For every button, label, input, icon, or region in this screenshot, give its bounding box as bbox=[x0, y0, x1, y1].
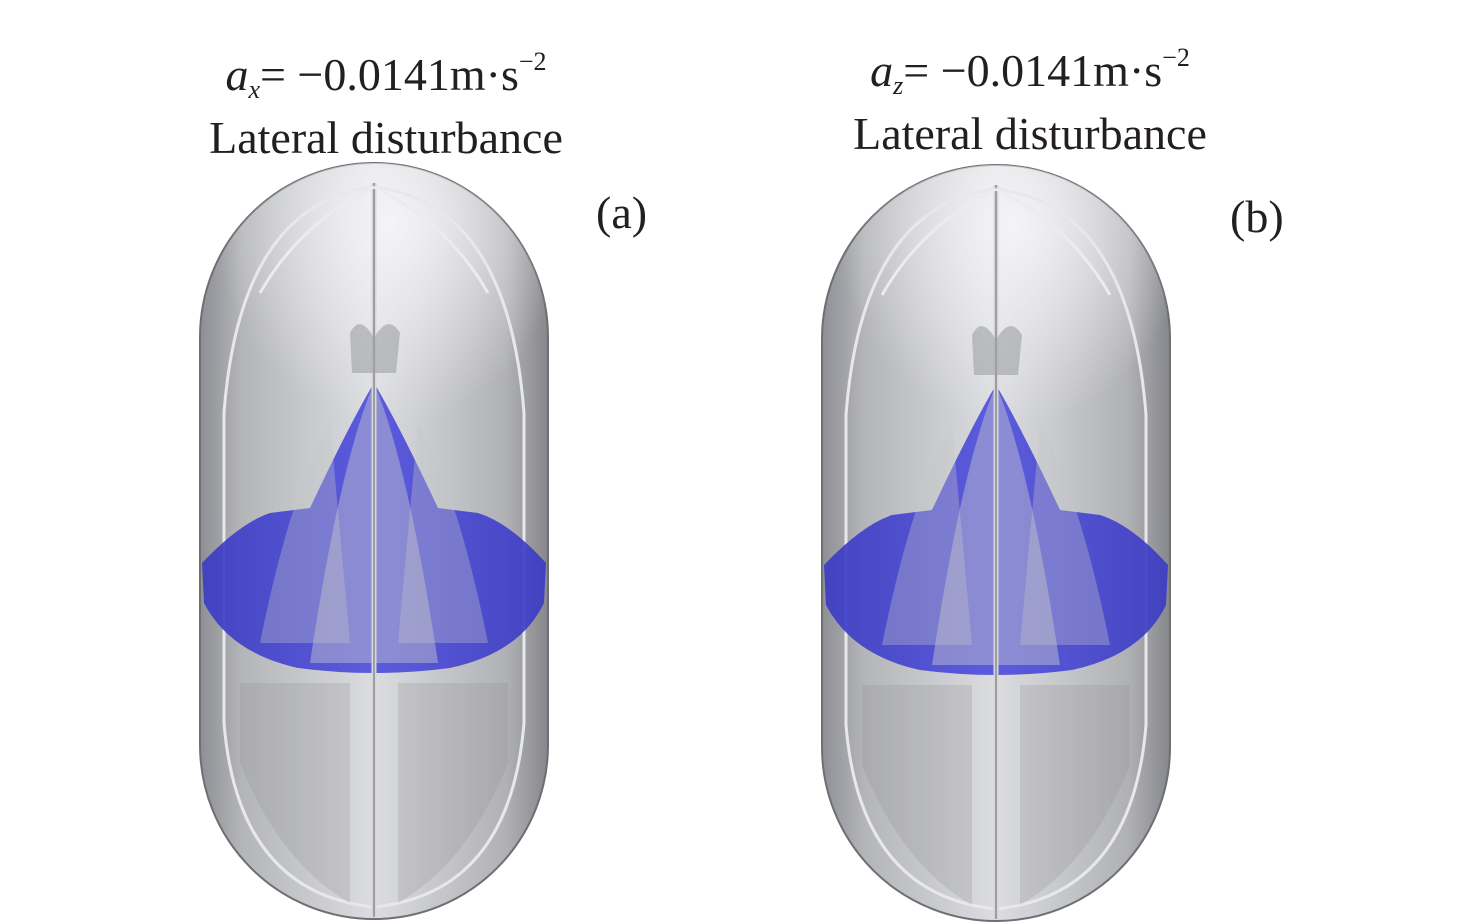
panel-b-label: (b) bbox=[1230, 191, 1284, 242]
accel-value: = −0.0141m·s bbox=[259, 49, 519, 100]
panel-a-label: (a) bbox=[596, 187, 648, 238]
panel-a-title: ax= −0.0141m·s−2 Lateral disturbance bbox=[86, 38, 686, 162]
panel-b-title: az= −0.0141m·s−2 Lateral disturbance bbox=[730, 34, 1330, 158]
panel-b-caption: Lateral disturbance bbox=[853, 108, 1207, 159]
accel-symbol: a bbox=[870, 45, 894, 96]
tank-render-b bbox=[821, 164, 1171, 922]
accel-exponent: −2 bbox=[518, 47, 547, 76]
panel-a-caption: Lateral disturbance bbox=[209, 112, 563, 163]
accel-symbol: a bbox=[225, 49, 249, 100]
accel-subscript: x bbox=[248, 75, 260, 104]
panel-a-equation: ax= −0.0141m·s−2 bbox=[86, 38, 686, 114]
accel-value: = −0.0141m·s bbox=[903, 45, 1163, 96]
tank-render-a bbox=[199, 162, 549, 920]
accel-exponent: −2 bbox=[1162, 43, 1190, 72]
panel-b-equation: az= −0.0141m·s−2 bbox=[730, 34, 1330, 110]
accel-subscript: z bbox=[893, 71, 904, 100]
